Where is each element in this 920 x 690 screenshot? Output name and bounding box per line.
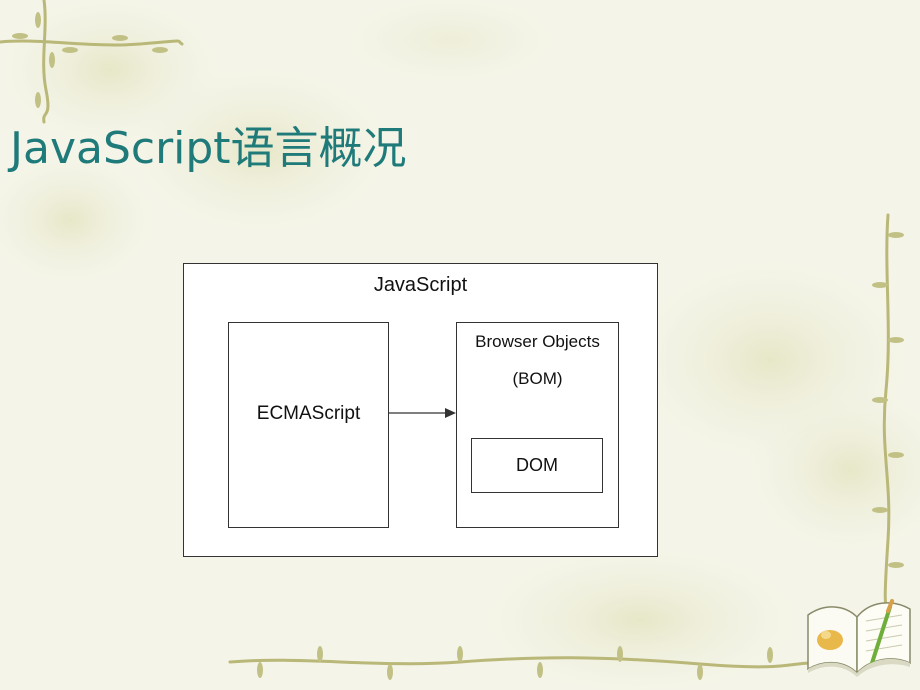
dom-box: DOM	[471, 438, 603, 493]
bom-label: Browser Objects	[475, 332, 600, 351]
bom-abbreviation: (BOM)	[512, 369, 563, 388]
arrow-connector	[389, 408, 456, 418]
dom-label: DOM	[516, 455, 558, 475]
javascript-label: JavaScript	[373, 274, 468, 296]
bom-box: Browser Objects (BOM) DOM	[456, 322, 619, 528]
ecmascript-label: ECMAScript	[256, 403, 361, 424]
open-book-icon	[807, 599, 911, 677]
leaf-vine-top-left	[0, 0, 184, 124]
slide-title: JavaScript语言概况	[10, 123, 407, 174]
javascript-architecture-diagram: JavaScript ECMAScript Browser Objects (B…	[183, 263, 658, 557]
ecmascript-box: ECMAScript	[228, 322, 389, 528]
